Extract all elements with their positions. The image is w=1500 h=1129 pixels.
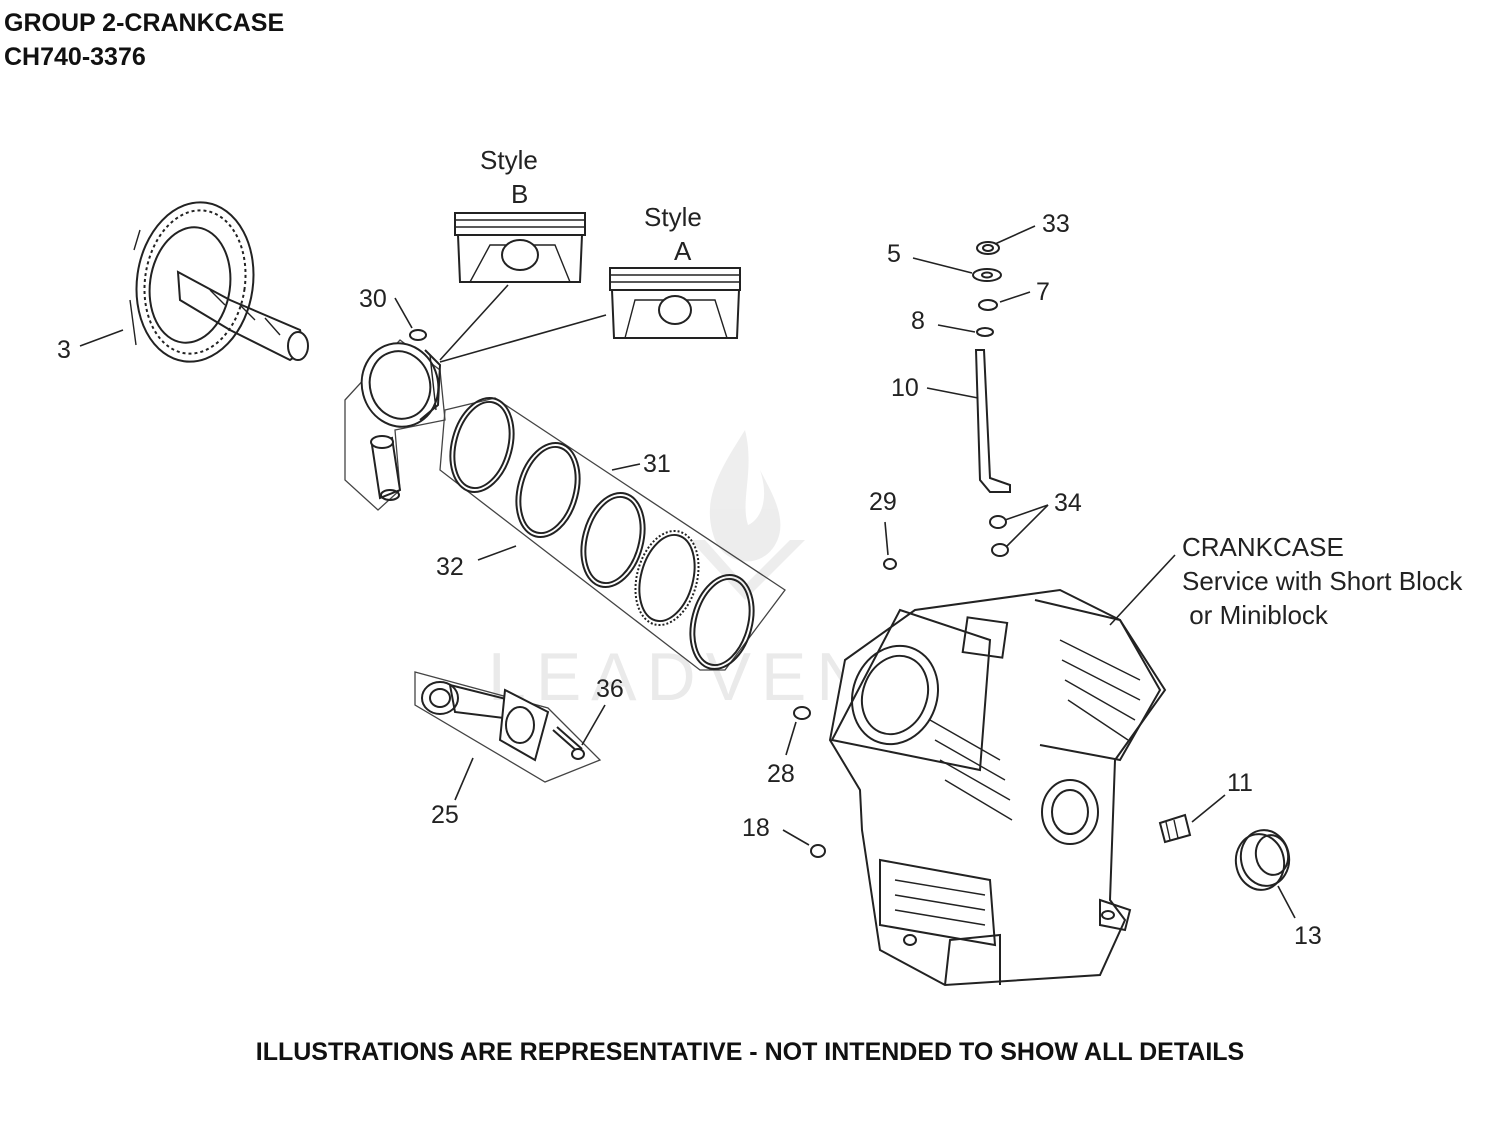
callout-7: 7 bbox=[1036, 278, 1050, 306]
style-a-leader bbox=[439, 314, 607, 363]
v-logo-icon bbox=[690, 540, 805, 600]
group-title: GROUP 2-CRANKCASE bbox=[4, 9, 285, 37]
piston-style-a bbox=[609, 267, 741, 339]
callout-3: 3 bbox=[57, 336, 71, 364]
callout-5: 5 bbox=[887, 240, 901, 268]
callout-34: 34 bbox=[1054, 489, 1082, 517]
callout-31: 31 bbox=[643, 450, 671, 478]
valve-train-parts bbox=[793, 241, 1192, 858]
leader-lines bbox=[79, 225, 1296, 919]
callout-33: 33 bbox=[1042, 210, 1070, 238]
camshaft-gear-part bbox=[129, 201, 309, 363]
callout-18: 18 bbox=[742, 814, 770, 842]
piston-rings-frame bbox=[439, 396, 786, 671]
callout-8: 8 bbox=[911, 307, 925, 335]
crankcase-note-line1: CRANKCASE bbox=[1182, 532, 1344, 562]
valve-ring-8 bbox=[976, 327, 994, 337]
valve-part-7 bbox=[978, 299, 998, 311]
model-number: CH740-3376 bbox=[4, 43, 146, 71]
piston-assembly-frame bbox=[344, 339, 446, 511]
crankcase-block bbox=[828, 588, 1167, 987]
push-rod-tube-10 bbox=[974, 349, 1011, 493]
style-b-leader bbox=[439, 284, 509, 361]
callout-25: 25 bbox=[431, 801, 459, 829]
piston-pin-retainer bbox=[409, 329, 427, 341]
connecting-rod-assembly bbox=[414, 671, 602, 783]
piston-style-b bbox=[454, 212, 586, 283]
disclaimer-footer: ILLUSTRATIONS ARE REPRESENTATIVE - NOT I… bbox=[255, 1038, 1245, 1066]
oil-plug-11 bbox=[1158, 813, 1192, 844]
oil-seal-13 bbox=[1234, 829, 1291, 891]
lifter-34b bbox=[991, 543, 1009, 557]
callout-30: 30 bbox=[359, 285, 387, 313]
diagram-header: GROUP 2-CRANKCASE CH740-3376 bbox=[4, 6, 284, 74]
valve-washer-5 bbox=[972, 268, 1002, 282]
flame-logo-icon bbox=[709, 430, 781, 562]
style-a-label-line1: Style bbox=[644, 202, 702, 232]
style-b-label-line1: Style bbox=[480, 145, 538, 175]
fitting-18 bbox=[810, 844, 826, 858]
callout-36: 36 bbox=[596, 675, 624, 703]
callout-28: 28 bbox=[767, 760, 795, 788]
callout-29: 29 bbox=[869, 488, 897, 516]
callout-11: 11 bbox=[1227, 769, 1253, 797]
lifter-34a bbox=[989, 515, 1007, 529]
callout-32: 32 bbox=[436, 553, 464, 581]
plug-29 bbox=[883, 558, 897, 570]
style-b-label-line2: B bbox=[511, 179, 528, 209]
callout-13: 13 bbox=[1294, 922, 1322, 950]
crankcase-note-line3: or Miniblock bbox=[1182, 600, 1329, 630]
crankcase-note-line2: Service with Short Block bbox=[1182, 566, 1463, 596]
style-a-label-line2: A bbox=[674, 236, 692, 266]
valve-part-33 bbox=[976, 241, 1000, 255]
plug-28 bbox=[793, 706, 811, 720]
callout-10: 10 bbox=[891, 374, 919, 402]
